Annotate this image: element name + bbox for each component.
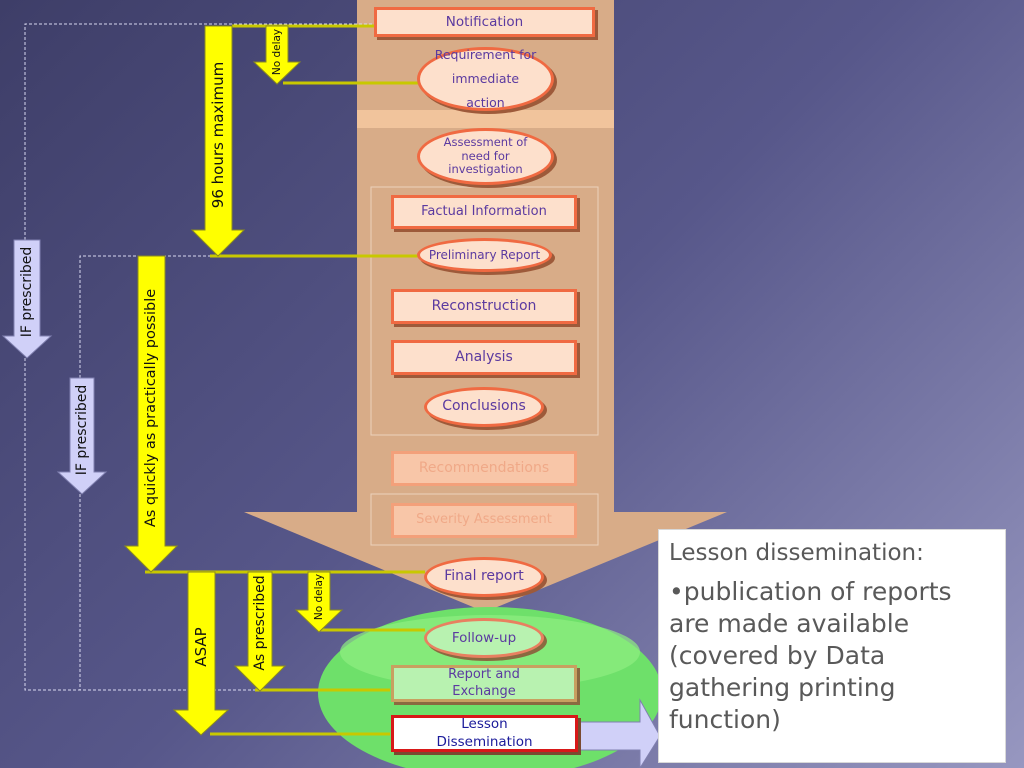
factual-information-box[interactable]: Factual Information (391, 195, 577, 229)
label-asap: ASAP (192, 627, 210, 667)
arrow-if-prescribed-inner (56, 377, 108, 495)
info-heading: Lesson dissemination: (669, 540, 924, 566)
info-bullet: •publication of reports are made availab… (669, 577, 952, 734)
lavender-arrows (1, 239, 661, 768)
notification-box[interactable]: Notification (374, 7, 595, 37)
analysis-box[interactable]: Analysis (391, 340, 577, 375)
label-if-prescribed-outer: IF prescribed (19, 246, 35, 338)
arrow-as-prescribed (233, 571, 287, 692)
label-no-delay-bottom: No delay (313, 573, 325, 621)
label-no-delay-top: No delay (271, 28, 283, 76)
preliminary-report-oval[interactable]: Preliminary Report (417, 238, 552, 272)
follow-up-oval[interactable]: Follow-up (424, 618, 544, 658)
severity-assessment-box[interactable]: Severity Assessment (391, 503, 577, 538)
label-asap-long: As quickly as practically possible (143, 288, 159, 528)
final-report-oval[interactable]: Final report (424, 557, 544, 597)
label-as-prescribed: As prescribed (252, 575, 268, 671)
arrow-if-prescribed-outer (1, 239, 53, 359)
arrow-asap-long (123, 255, 179, 573)
reconstruction-box[interactable]: Reconstruction (391, 289, 577, 324)
yellow-arrows (123, 25, 344, 736)
column-band (357, 110, 614, 128)
severity-frame (370, 493, 599, 546)
conclusions-oval[interactable]: Conclusions (424, 387, 544, 427)
investigation-group-frame (370, 186, 599, 436)
arrow-no-delay-bottom (294, 571, 344, 633)
label-if-prescribed-inner: IF prescribed (74, 384, 90, 476)
report-exchange-box[interactable]: Report and Exchange (391, 665, 577, 702)
recommendations-box[interactable]: Recommendations (391, 451, 577, 486)
arrow-to-info-panel (579, 698, 661, 768)
arrow-96-hours (190, 25, 246, 257)
lesson-dissemination-box[interactable]: Lesson Dissemination (391, 715, 578, 752)
arrow-no-delay-top (252, 25, 302, 85)
label-96-hours: 96 hours maximum (209, 61, 227, 209)
arrow-asap (172, 571, 230, 736)
assessment-oval[interactable]: Assessment of need for investigation (417, 128, 554, 185)
requirement-oval[interactable]: Requirement for immediate action (417, 47, 554, 111)
info-panel: Lesson dissemination: •publication of re… (658, 529, 1006, 763)
